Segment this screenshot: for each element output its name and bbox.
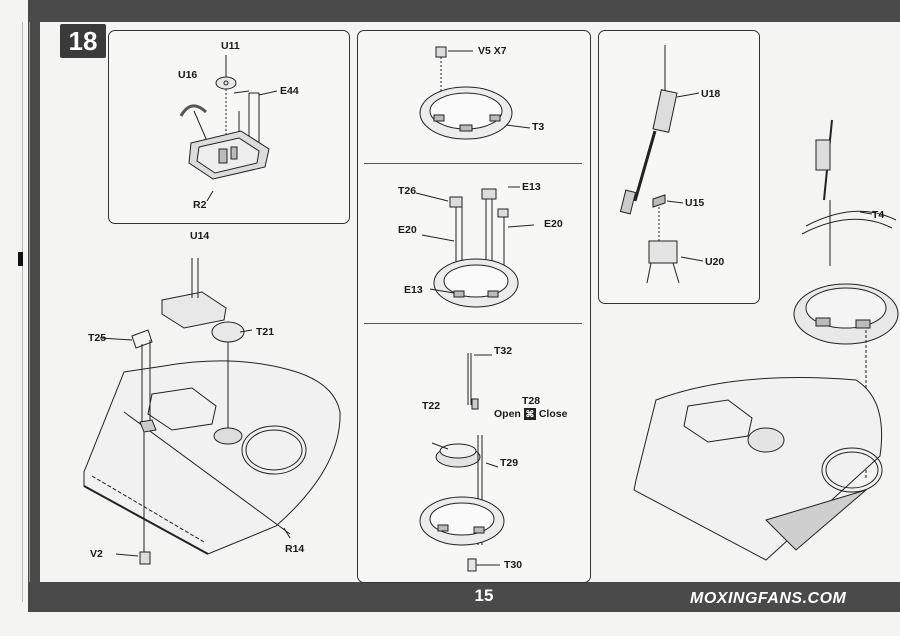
page-stack-edges	[22, 22, 30, 602]
part-label-t30: T30	[504, 559, 523, 571]
hatch-subassembly-drawing	[179, 55, 278, 202]
open-label: Open	[494, 408, 521, 420]
part-label-t21: T21	[256, 326, 275, 338]
part-label-u18: U18	[701, 88, 721, 100]
part-label-e13-bottom: E13	[404, 284, 423, 296]
close-label: Close	[538, 408, 568, 420]
close-icon: ⌘	[523, 408, 536, 421]
page-left-band	[28, 0, 40, 600]
watermark-text: MOXINGFANS.COM	[690, 590, 847, 607]
cupola-ring-drawing-3	[419, 353, 505, 572]
step-number-badge: 18	[60, 24, 106, 58]
turret-main-assembly-drawing	[83, 258, 341, 565]
part-label-e13-top: E13	[522, 181, 541, 193]
part-label-e20-left: E20	[398, 224, 417, 236]
center-panel-cupola: V5 X7 T3 T26 E13 E20 E20 E13	[357, 30, 591, 583]
cupola-ring-drawing-1	[419, 46, 531, 140]
part-label-r2: R2	[193, 199, 207, 211]
page-bottom-band	[28, 582, 900, 612]
part-label-t25: T25	[88, 332, 107, 344]
page-top-band	[28, 0, 900, 22]
turret-right-assembly-drawing	[633, 119, 899, 561]
part-label-r14: R14	[285, 543, 305, 555]
part-label-t29: T29	[500, 457, 519, 469]
part-label-t22: T22	[422, 400, 441, 412]
section-divider	[364, 163, 582, 164]
part-label-u20: U20	[705, 256, 725, 268]
part-label-v2: V2	[90, 548, 103, 560]
part-label-t4: T4	[872, 209, 885, 221]
part-label-t28: T28	[522, 395, 541, 407]
part-label-u16: U16	[178, 69, 198, 81]
part-label-e20-right: E20	[544, 218, 563, 230]
part-label-v5-x7: V5 X7	[478, 45, 507, 57]
inset-panel-hatch: U11 U16 E44 R2	[108, 30, 350, 224]
part-label-u11: U11	[221, 40, 240, 52]
part-label-t32: T32	[494, 345, 513, 357]
page-number: 15	[474, 586, 494, 605]
scan-mark	[18, 252, 23, 266]
part-label-u14: U14	[190, 230, 210, 242]
part-label-e44: E44	[280, 85, 299, 97]
open-close-legend: Open⌘Close	[494, 408, 568, 421]
part-label-t3: T3	[532, 121, 545, 133]
cupola-ring-drawing-2	[415, 186, 535, 308]
part-label-t26: T26	[398, 185, 417, 197]
part-label-u15: U15	[685, 197, 705, 209]
machine-gun-drawing	[619, 45, 704, 284]
right-panel-machine-gun: U18 U15 U20	[598, 30, 760, 304]
section-divider	[364, 323, 582, 324]
